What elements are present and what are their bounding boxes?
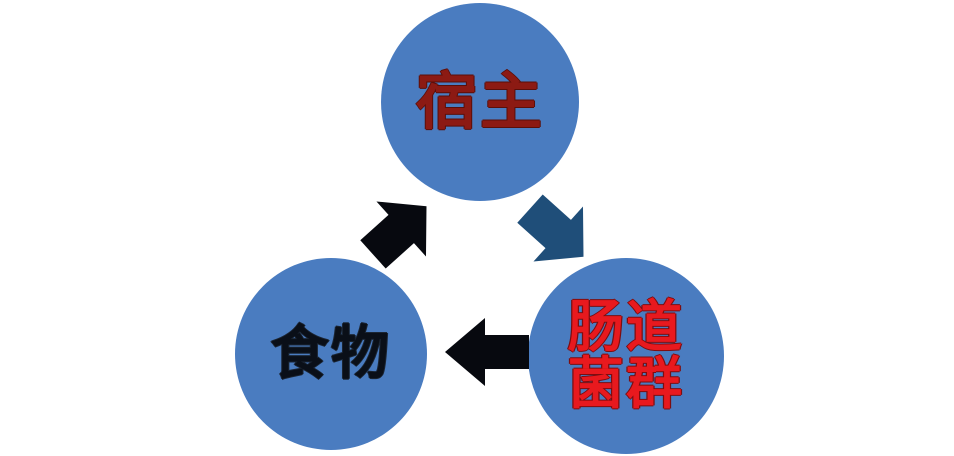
arrow-host-to-microbiota-icon <box>513 193 599 271</box>
node-host-label: 宿主 <box>415 65 545 139</box>
arrow-microbiota-to-food-icon <box>441 313 533 391</box>
node-host[interactable]: 宿主 <box>381 3 579 201</box>
node-microbiota[interactable]: 肠道 菌群 <box>528 258 724 454</box>
node-food[interactable]: 食物 <box>235 258 427 450</box>
node-food-label: 食物 <box>270 319 392 388</box>
node-microbiota-label: 肠道 菌群 <box>567 294 685 417</box>
arrow-food-to-host-icon <box>356 192 442 270</box>
